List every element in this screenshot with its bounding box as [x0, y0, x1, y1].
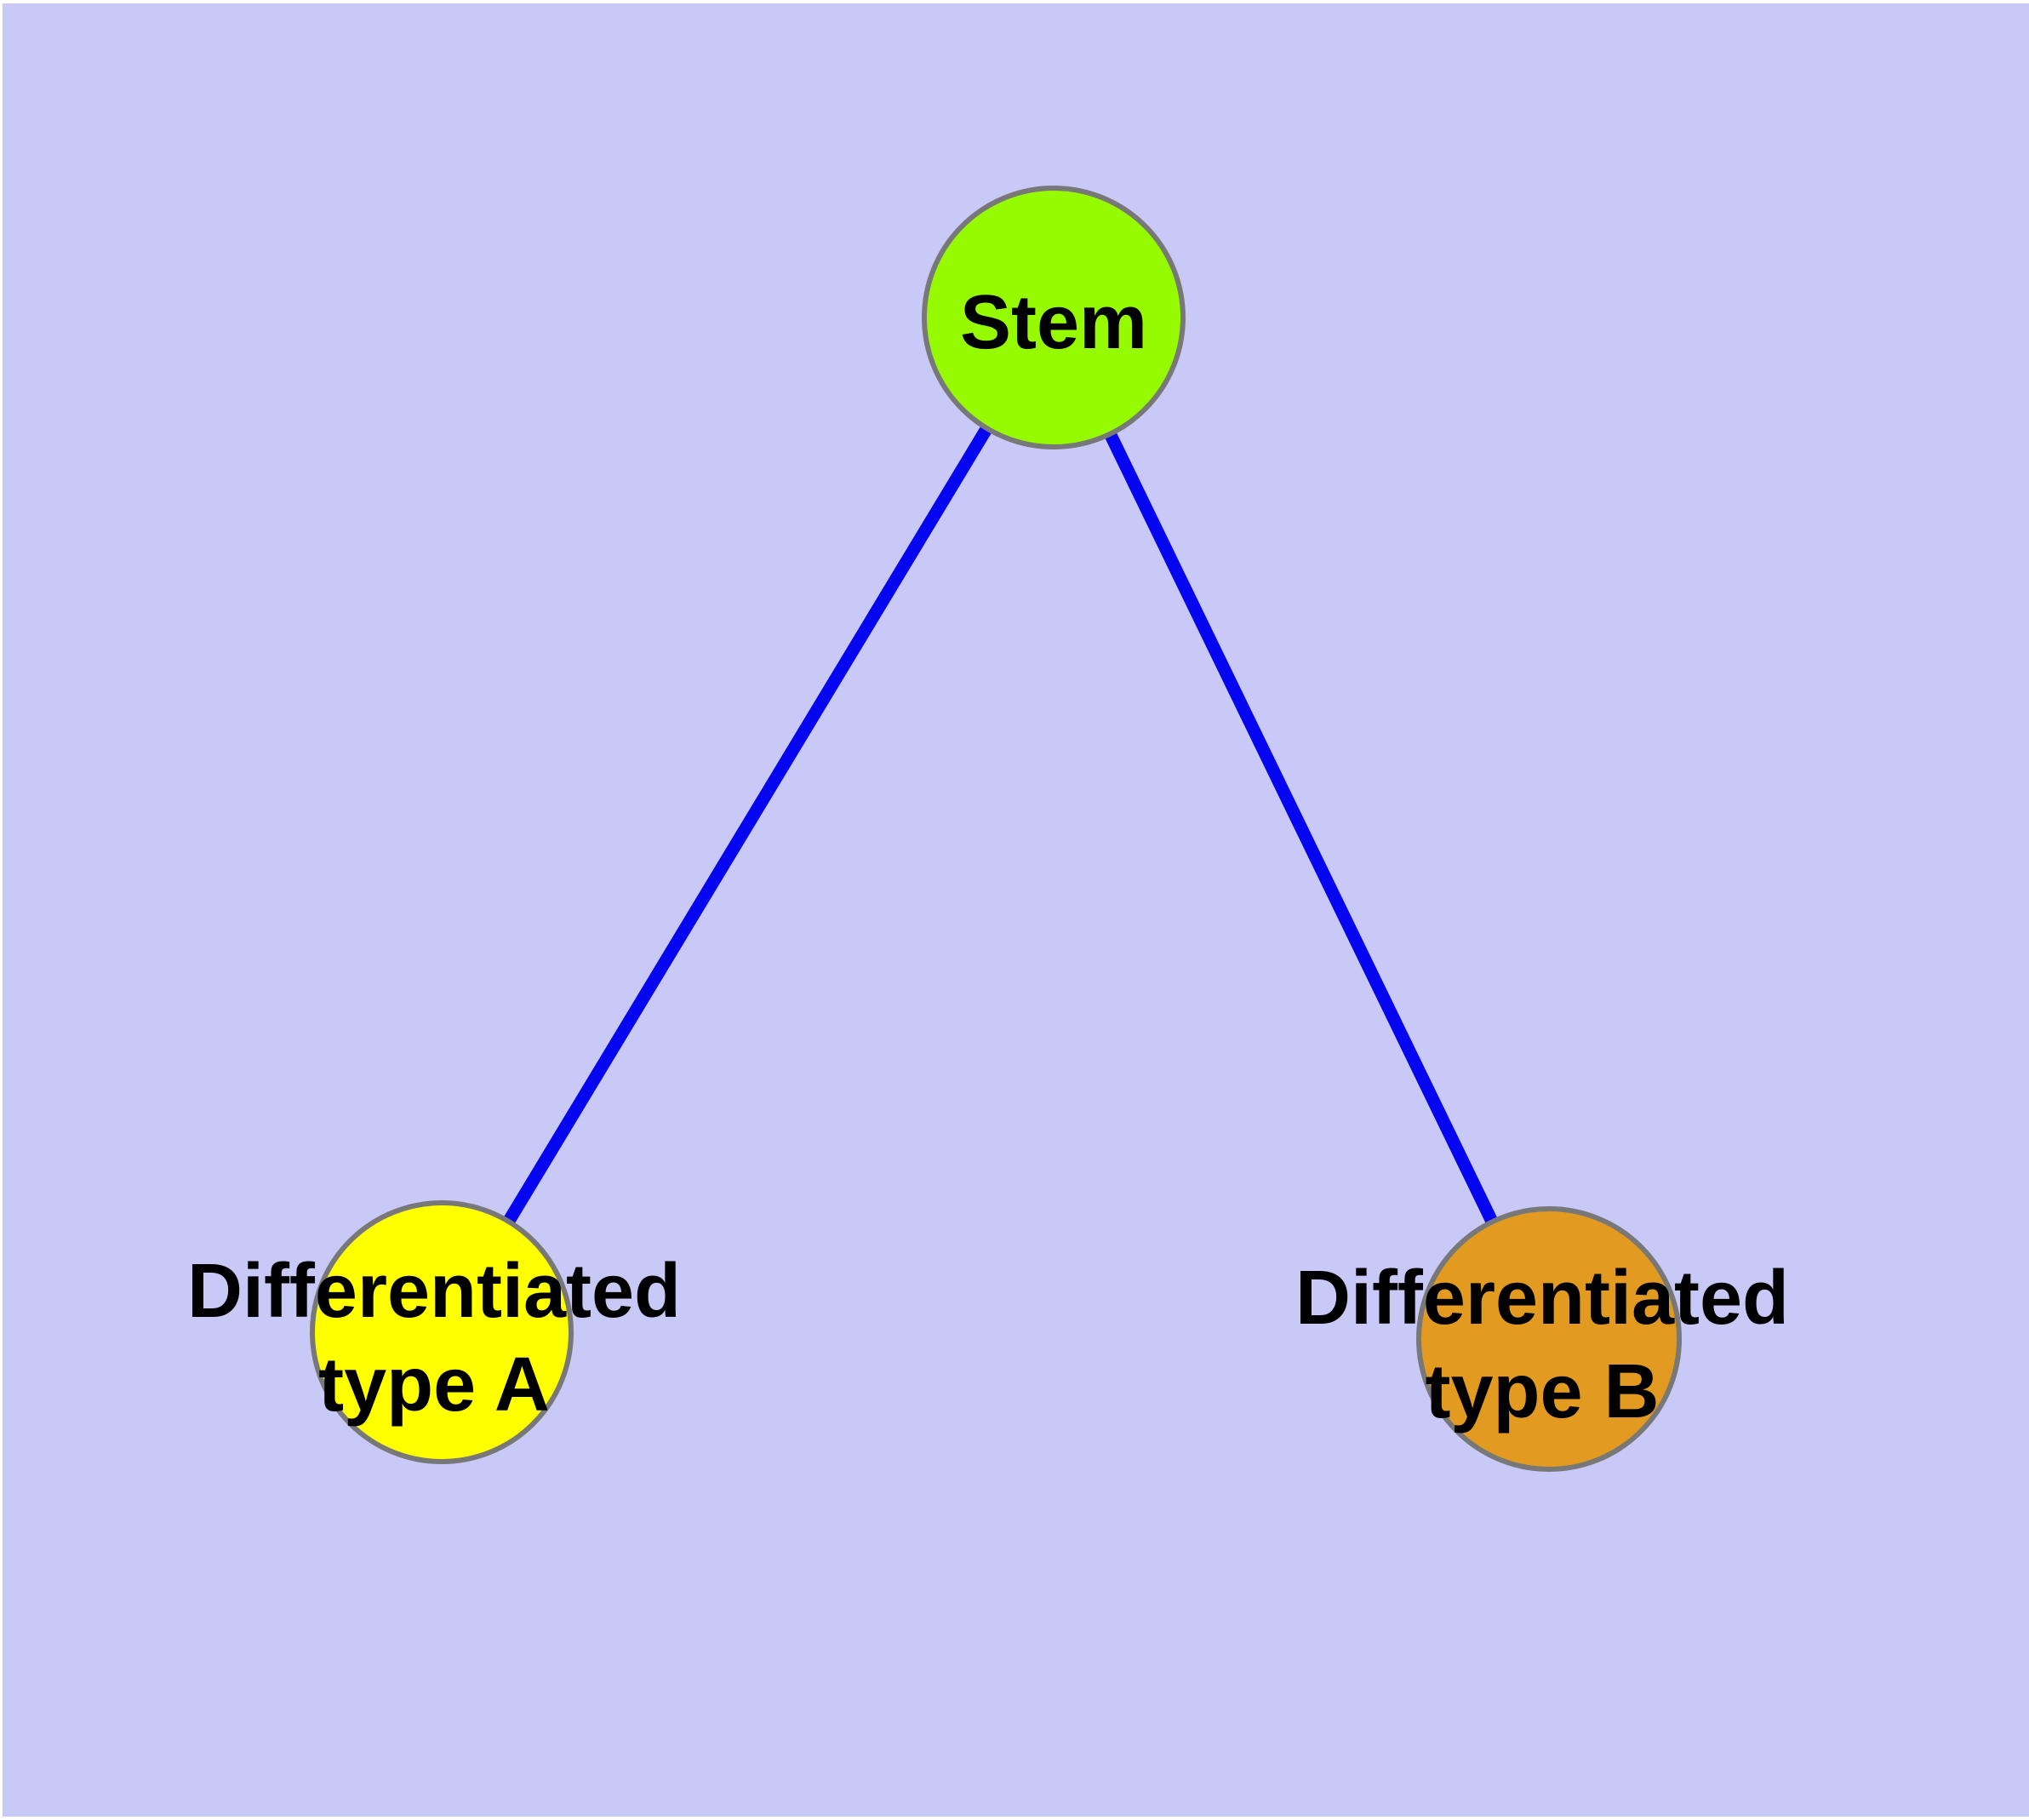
node-stem — [922, 186, 1186, 449]
edge-stem-to-typeA — [436, 314, 1060, 1336]
node-type-a-label-line2: type A — [318, 1342, 550, 1428]
node-type-b-label-line2: type B — [1425, 1349, 1659, 1434]
edge-stem-to-typeB — [1048, 314, 1555, 1342]
node-differentiated-type-b — [1416, 1206, 1682, 1472]
node-type-a-label-line1: Differentiated — [187, 1249, 681, 1334]
node-type-b-label-line1: Differentiated — [1295, 1256, 1789, 1341]
node-stem-label: Stem — [960, 280, 1147, 365]
node-differentiated-type-a — [310, 1200, 574, 1464]
